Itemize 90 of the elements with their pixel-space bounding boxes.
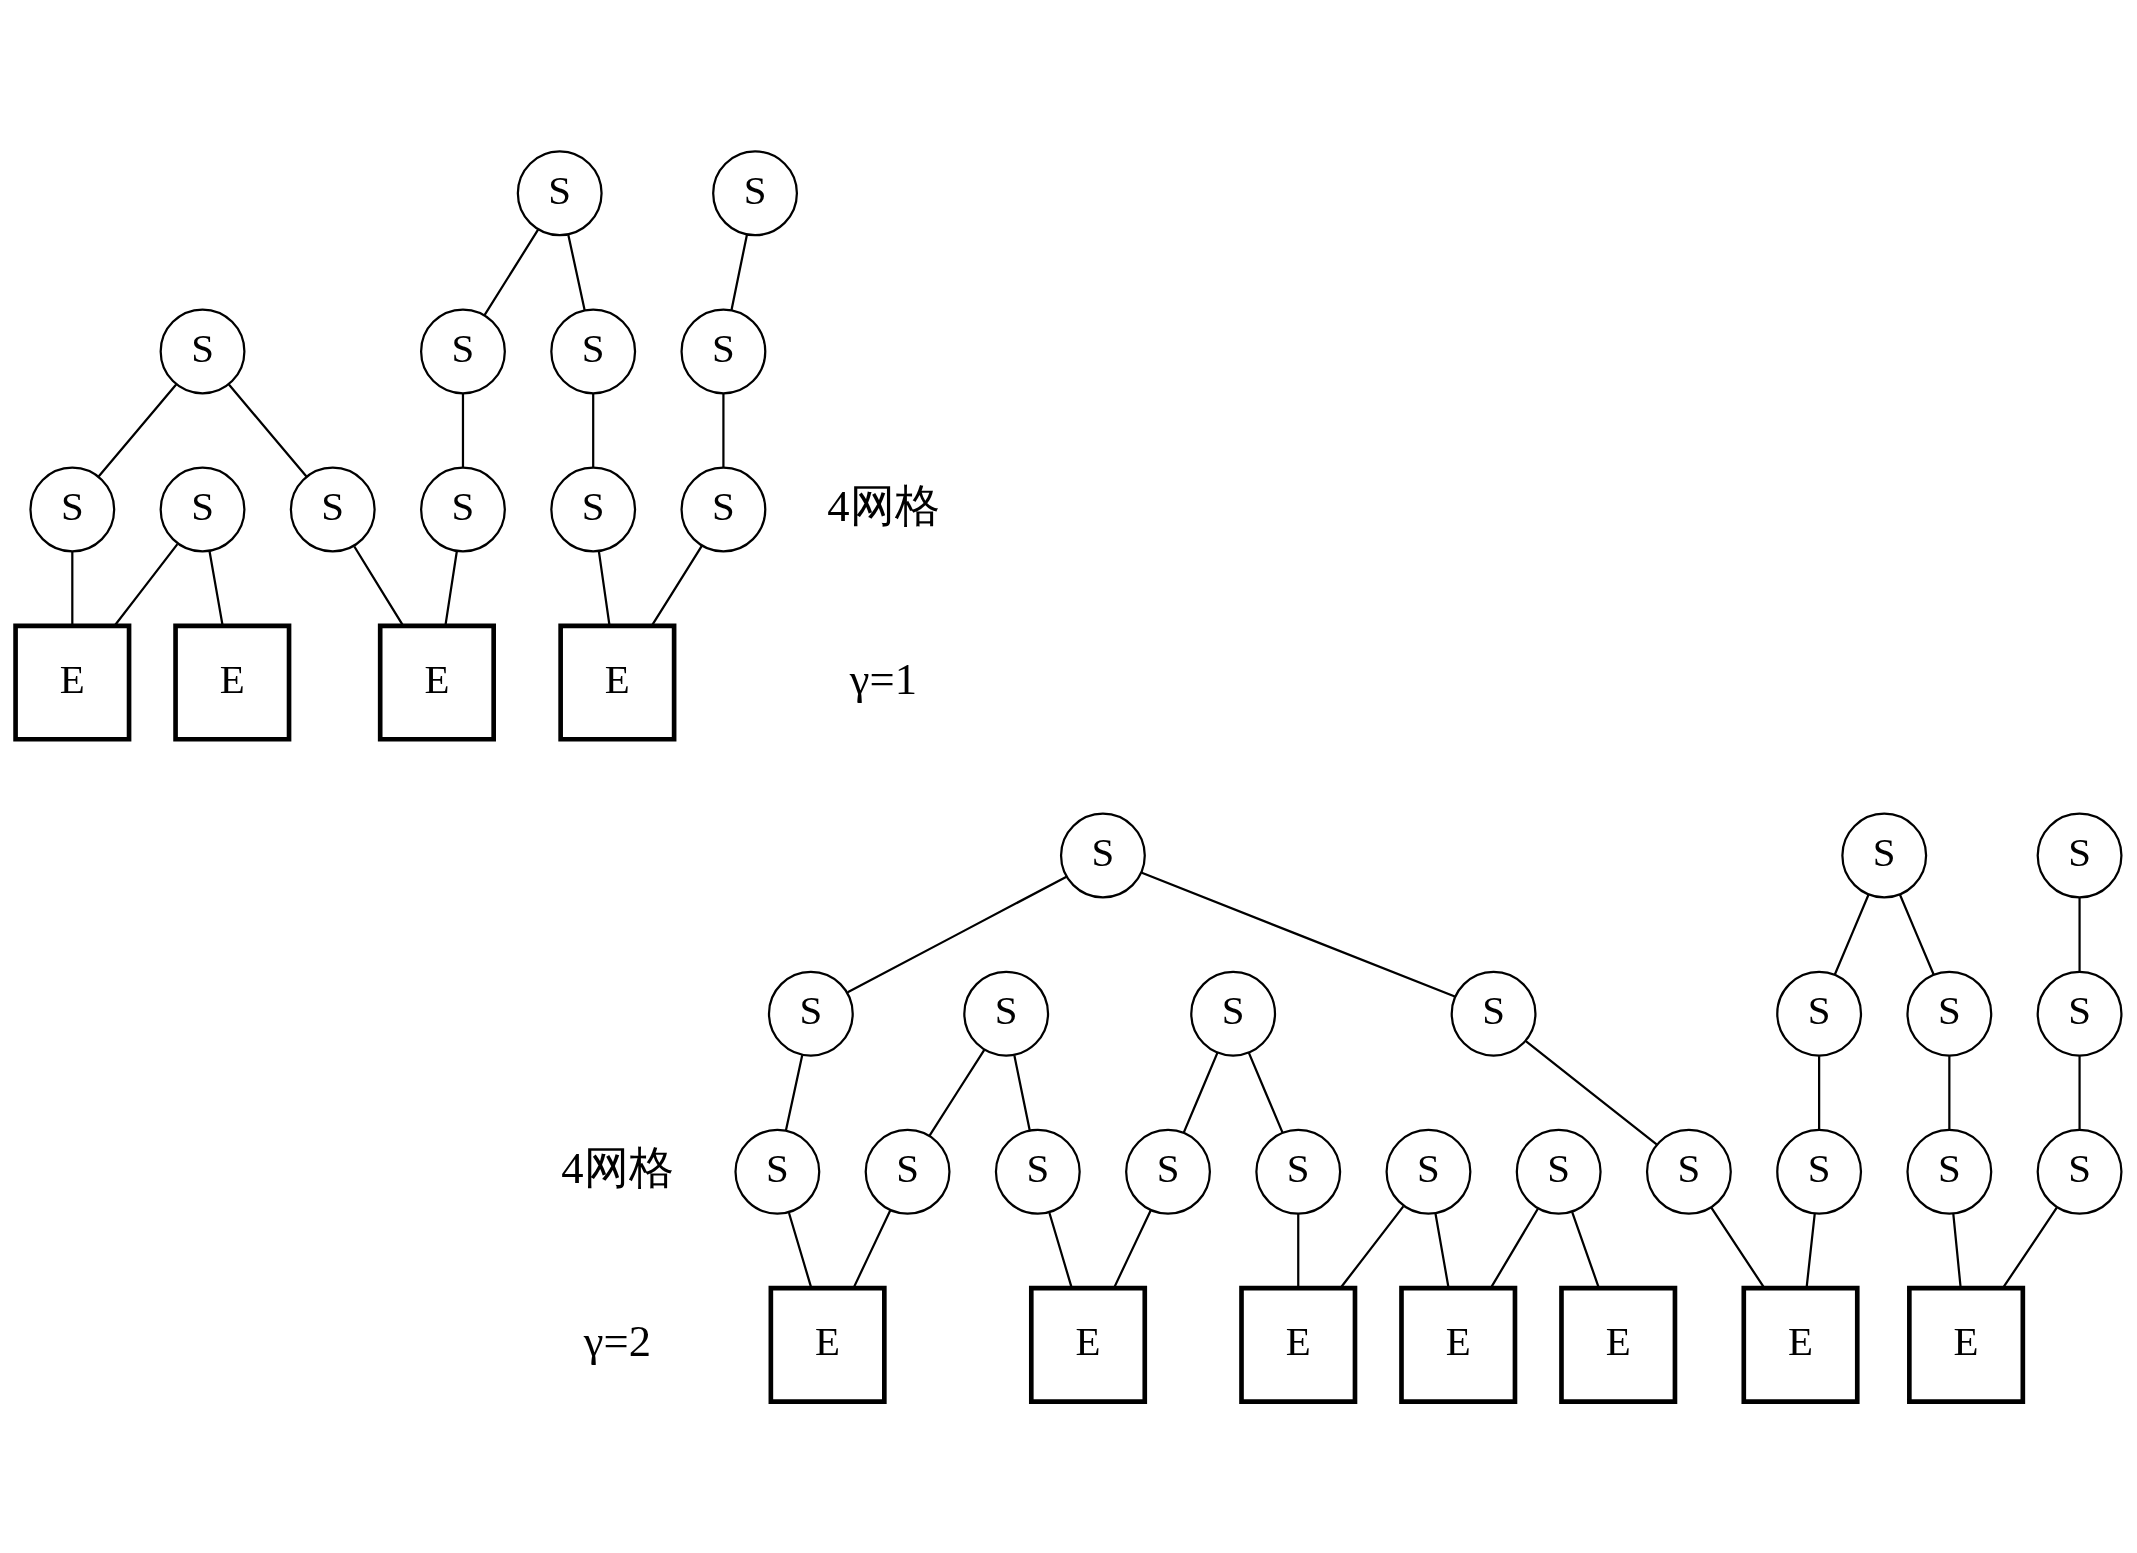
label: 4网格 bbox=[827, 481, 940, 532]
connector bbox=[1339, 1205, 1405, 1289]
connector bbox=[2078, 898, 2081, 972]
node-circle: S bbox=[712, 150, 798, 237]
node-circle: S bbox=[2036, 970, 2123, 1057]
connector bbox=[1297, 1213, 1300, 1288]
node-circle: S bbox=[680, 308, 767, 395]
connector bbox=[113, 543, 179, 627]
connector bbox=[1489, 1208, 1539, 1289]
connector bbox=[1434, 1213, 1450, 1288]
connector bbox=[1833, 894, 1870, 976]
node-circle: S bbox=[767, 970, 854, 1057]
connector bbox=[71, 551, 74, 626]
connector bbox=[1952, 1213, 1962, 1288]
connector bbox=[1141, 871, 1456, 998]
connector bbox=[483, 228, 540, 316]
node-circle: S bbox=[1906, 1128, 1993, 1215]
node-circle: S bbox=[1385, 1128, 1472, 1215]
connector bbox=[597, 551, 611, 626]
connector bbox=[1048, 1212, 1073, 1289]
node-box: E bbox=[1239, 1285, 1358, 1404]
node-circle: S bbox=[1190, 970, 1277, 1057]
node-circle: S bbox=[734, 1128, 821, 1215]
node-box: E bbox=[1559, 1285, 1678, 1404]
connector bbox=[1805, 1213, 1816, 1288]
connector bbox=[2078, 1056, 2081, 1130]
connector bbox=[1818, 1056, 1821, 1130]
node-circle: S bbox=[516, 150, 603, 237]
connector bbox=[461, 393, 465, 468]
node-circle: S bbox=[420, 466, 506, 553]
connector bbox=[1898, 894, 1935, 976]
connector bbox=[1525, 1040, 1658, 1146]
node-box: E bbox=[13, 623, 132, 742]
connector bbox=[1182, 1052, 1219, 1134]
node-box: E bbox=[768, 1285, 887, 1404]
connector bbox=[592, 393, 595, 468]
node-circle: S bbox=[1776, 970, 1863, 1057]
connector bbox=[1571, 1211, 1600, 1289]
node-box: E bbox=[1907, 1285, 2026, 1404]
node-circle: S bbox=[994, 1128, 1081, 1215]
connector bbox=[928, 1049, 986, 1137]
connector bbox=[847, 875, 1068, 994]
connector bbox=[444, 551, 458, 626]
label: γ=2 bbox=[583, 1316, 651, 1367]
node-box: E bbox=[558, 623, 677, 742]
connector bbox=[787, 1212, 813, 1289]
connector bbox=[353, 545, 405, 627]
node-box: E bbox=[377, 623, 496, 742]
node-box: E bbox=[1028, 1285, 1148, 1404]
node-circle: S bbox=[159, 308, 246, 395]
node-circle: S bbox=[1515, 1128, 1602, 1215]
connector bbox=[651, 545, 703, 626]
connector bbox=[1113, 1209, 1152, 1289]
connector bbox=[784, 1055, 804, 1131]
connector bbox=[2002, 1207, 2058, 1289]
connector bbox=[852, 1209, 892, 1289]
node-circle: S bbox=[1059, 812, 1146, 899]
node-circle: S bbox=[1841, 812, 1928, 899]
connector bbox=[208, 551, 224, 626]
node-box: E bbox=[1741, 1285, 1860, 1404]
node-circle: S bbox=[1645, 1128, 1732, 1215]
connector bbox=[1710, 1207, 1765, 1289]
connector bbox=[1013, 1055, 1031, 1131]
node-circle: S bbox=[289, 466, 376, 553]
node-circle: S bbox=[550, 466, 637, 553]
node-circle: S bbox=[159, 466, 246, 553]
node-circle: S bbox=[1125, 1128, 1211, 1215]
label: γ=1 bbox=[849, 654, 917, 705]
node-circle: S bbox=[864, 1128, 951, 1215]
node-circle: S bbox=[2036, 812, 2123, 899]
label: 4网格 bbox=[561, 1143, 674, 1194]
connector bbox=[1247, 1052, 1284, 1134]
node-circle: S bbox=[1906, 970, 1993, 1057]
node-circle: S bbox=[550, 308, 637, 395]
connector bbox=[567, 234, 586, 311]
connector bbox=[730, 234, 748, 311]
node-box: E bbox=[1399, 1285, 1518, 1404]
connector bbox=[1948, 1056, 1951, 1130]
node-circle: S bbox=[1255, 1128, 1342, 1215]
node-circle: S bbox=[420, 308, 506, 395]
node-circle: S bbox=[2036, 1128, 2123, 1215]
node-box: E bbox=[173, 623, 292, 742]
node-circle: S bbox=[680, 466, 767, 553]
connector bbox=[97, 383, 178, 478]
connector bbox=[228, 383, 308, 478]
connector bbox=[722, 393, 725, 468]
node-circle: S bbox=[963, 970, 1050, 1057]
node-circle: S bbox=[1450, 970, 1537, 1057]
node-circle: S bbox=[1776, 1128, 1863, 1215]
node-circle: S bbox=[29, 466, 116, 553]
